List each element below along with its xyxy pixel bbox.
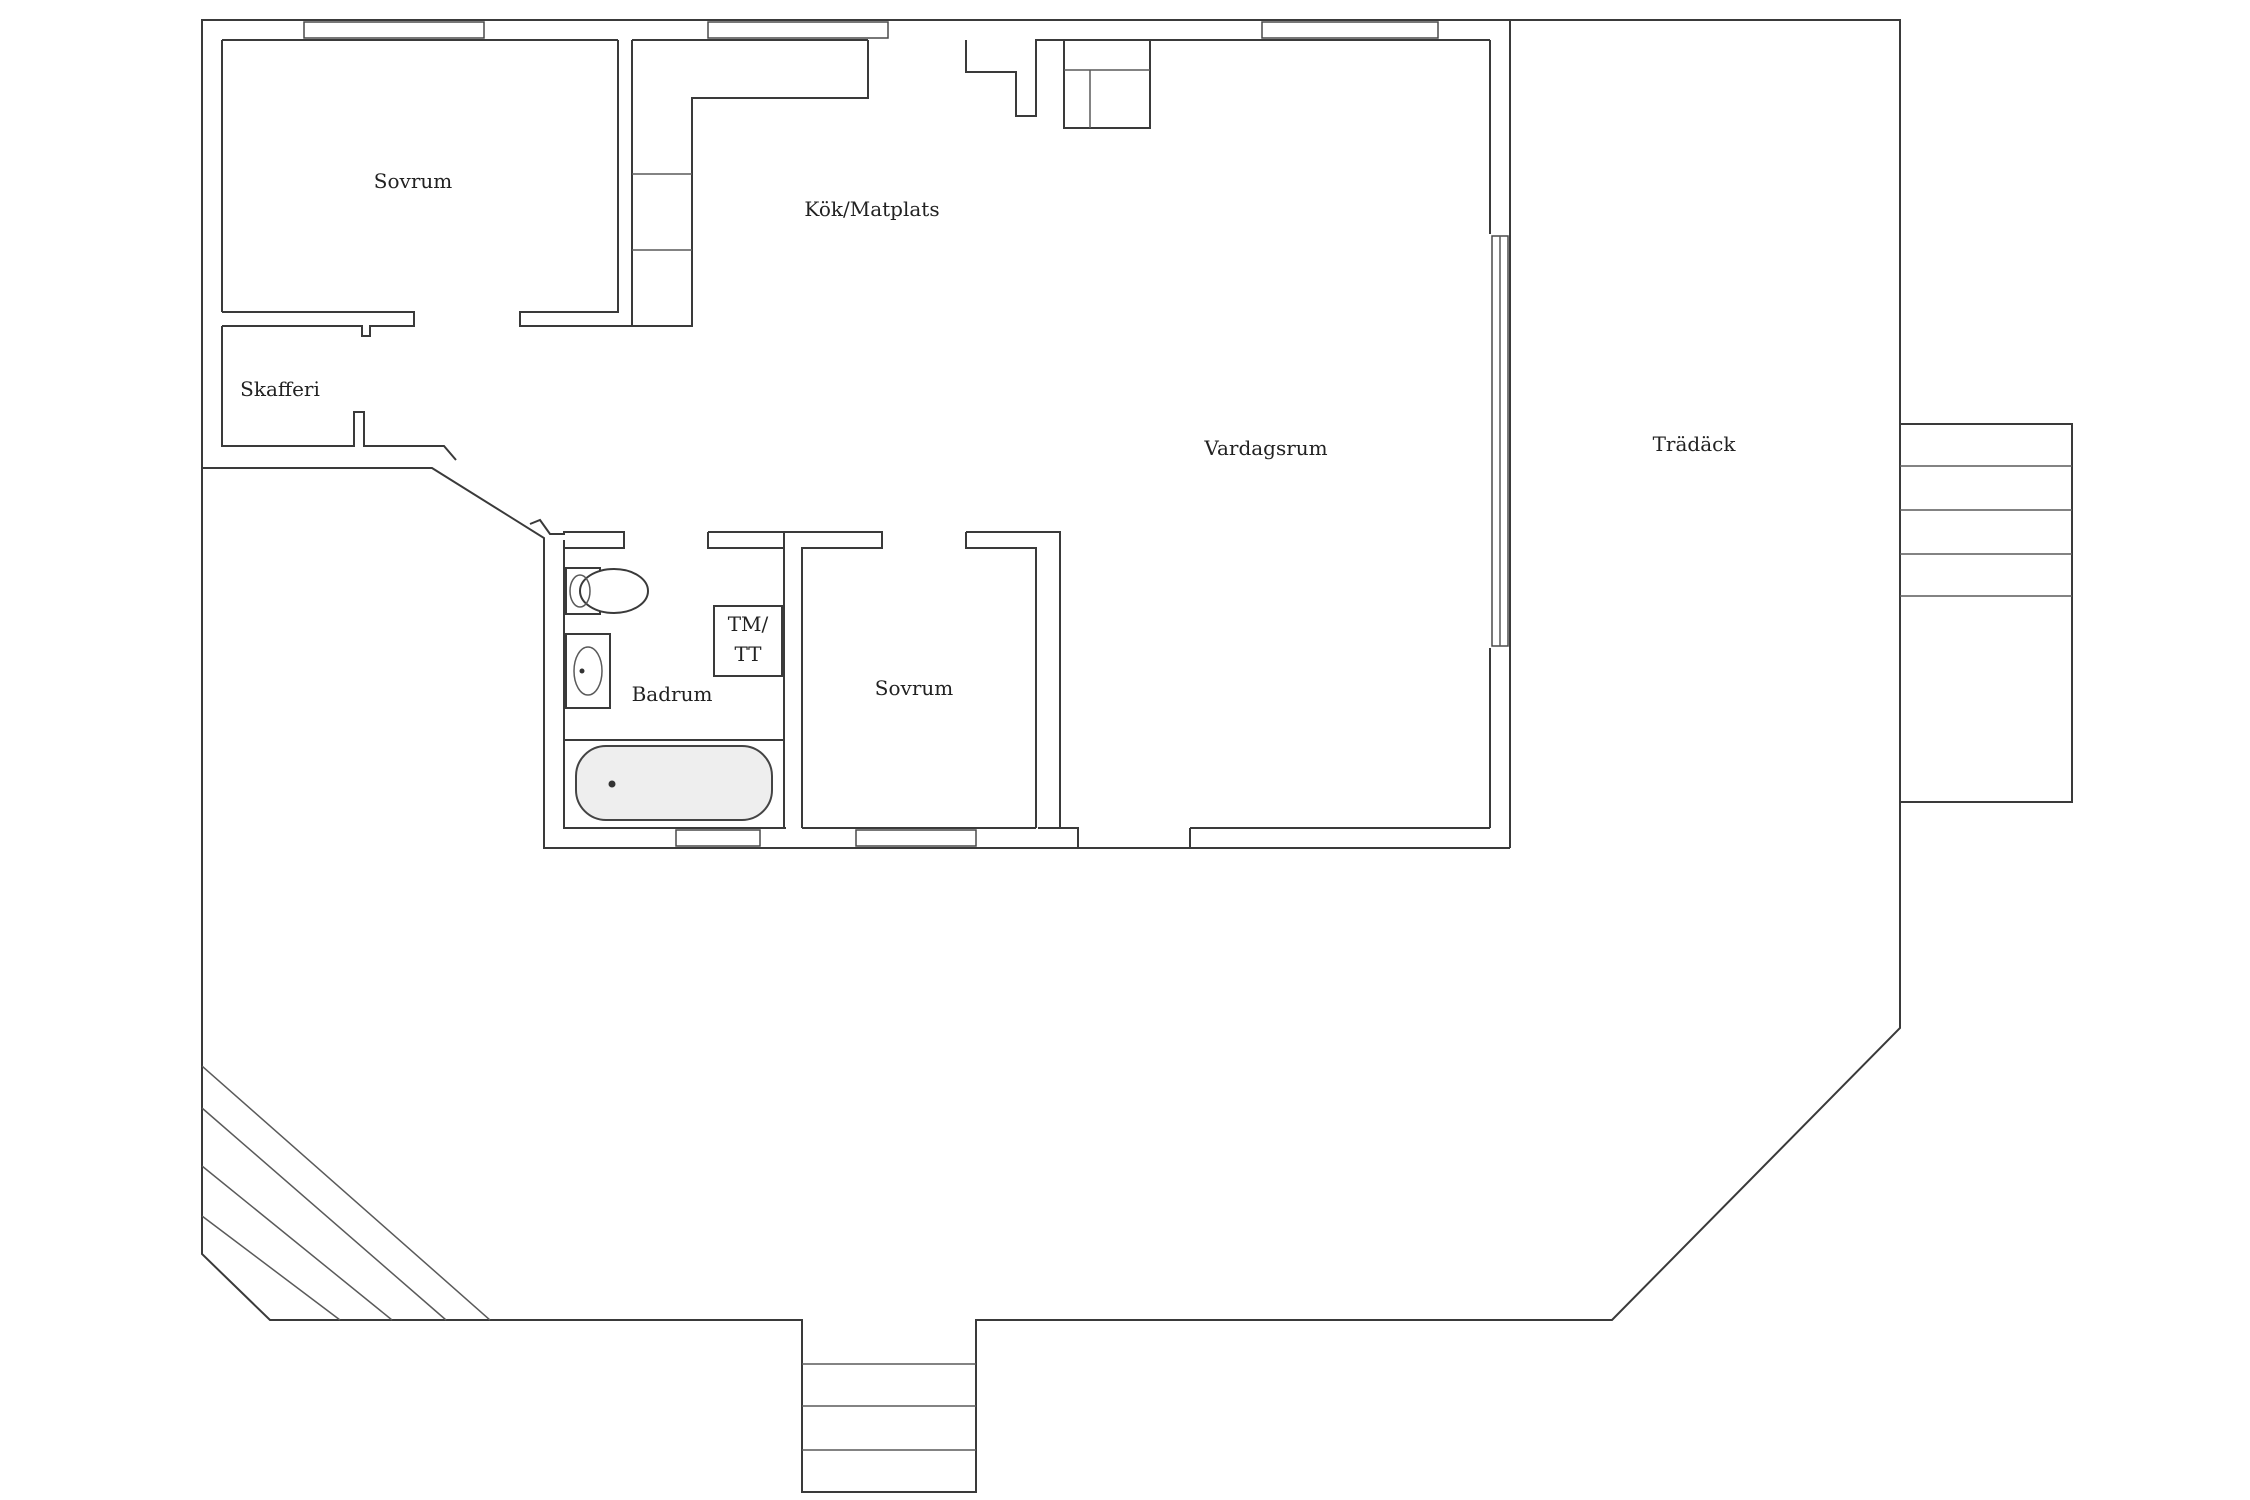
deck-outline <box>201 19 1901 1493</box>
sink <box>565 633 611 709</box>
kitchen-counters <box>632 39 1151 327</box>
bedroom-1-label: Sovrum <box>373 169 453 193</box>
kitchen-label: Kök/Matplats <box>804 197 940 221</box>
utility-box <box>713 605 783 677</box>
bottom-stairs <box>802 1363 976 1451</box>
toilet <box>565 567 649 615</box>
pantry-walls <box>221 326 457 461</box>
living-room-label: Vardagsrum <box>1204 436 1328 460</box>
bathroom-walls <box>529 518 883 828</box>
house-exterior <box>202 20 1511 849</box>
bedroom-2-walls <box>802 531 1191 848</box>
bathtub <box>563 739 785 829</box>
pantry-label: Skafferi <box>240 377 320 401</box>
corner-steps <box>201 1065 491 1321</box>
windows <box>303 21 1509 847</box>
deck-label: Trädäck <box>1652 432 1736 456</box>
bathroom-label: Badrum <box>631 682 713 706</box>
utility-label-line2: TT <box>734 642 762 666</box>
bedroom-1-walls <box>221 40 633 337</box>
utility-label-line1: TM/ <box>727 612 769 636</box>
right-stairs <box>1900 423 2073 803</box>
bedroom-2-label: Sovrum <box>874 676 954 700</box>
